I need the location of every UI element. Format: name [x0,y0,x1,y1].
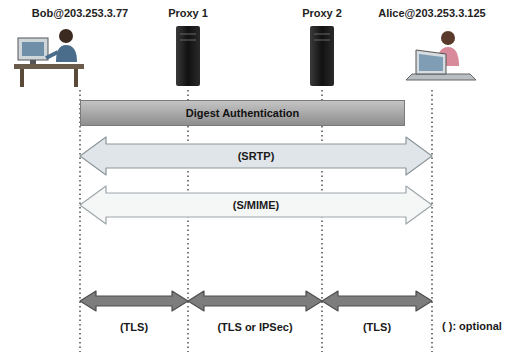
double-arrow [322,291,432,311]
drive-bay [314,34,330,35]
node-text: Digest Authentication [186,107,299,119]
arm [46,52,58,58]
laptop-screen [416,50,446,74]
server-tower [176,26,200,86]
proxy-server [176,26,200,86]
monitor [18,38,48,60]
desk [14,64,84,69]
lifeline [187,90,188,352]
node-text: Alice@203.253.3.125 [378,7,485,19]
lifeline [321,90,322,352]
drive-bay [314,40,330,41]
connector-label: (S/MIME) [233,199,279,211]
drive-bay [180,34,196,35]
proxy-server [310,26,334,86]
laptop-base [406,74,476,80]
connector-label: (TLS) [361,321,393,333]
lifeline [431,90,432,352]
desk-leg [20,69,24,87]
node-text: Bob@203.253.3.77 [32,7,128,19]
drive-bay [180,40,196,41]
display [419,54,443,71]
connector-label: (SRTP) [238,150,275,162]
lifelines [80,90,432,352]
auth-band: Digest Authentication [80,100,405,126]
endpoint-label: Proxy 2 [300,6,344,20]
endpoint-label: Alice@203.253.3.125 [376,6,487,20]
head [441,31,455,45]
connector-label: (TLS) [118,321,150,333]
desk-leg [74,69,78,87]
body [56,45,77,62]
monitor-stand [30,60,36,64]
double-arrow [80,137,432,175]
bob-figure [14,29,84,87]
lifeline [79,90,80,352]
node-text: Proxy 1 [168,7,208,19]
endpoint-label: Bob@203.253.3.77 [30,6,130,20]
connector-label: (TLS or IPSec) [215,321,294,333]
note-label: ( ): optional [440,320,504,332]
double-arrow [188,291,322,311]
double-arrow [80,186,432,224]
node-text: Proxy 2 [302,7,342,19]
screen [22,42,44,56]
double-arrow [80,291,188,311]
head [59,29,73,43]
alice-figure [406,31,476,80]
endpoint-label: Proxy 1 [166,6,210,20]
server-tower [310,26,334,86]
